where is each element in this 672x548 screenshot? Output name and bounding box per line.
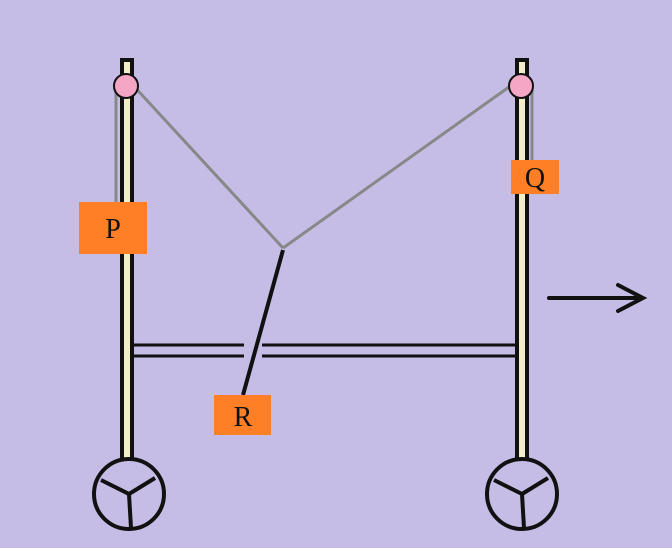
mass-q-label: Q <box>525 163 545 194</box>
string-right-pulley-to-knot <box>282 80 517 250</box>
crossbar <box>134 343 515 358</box>
mass-q: Q <box>511 160 559 194</box>
right-pulley-icon <box>508 73 534 99</box>
right-wheel-icon <box>485 457 559 531</box>
left-pole <box>120 58 134 460</box>
string-knot-to-r <box>241 249 285 396</box>
mass-p: P <box>79 202 147 254</box>
mass-p-label: P <box>105 214 121 245</box>
mass-r-label: R <box>234 402 253 433</box>
mass-r: R <box>214 395 271 435</box>
arrow-right-icon <box>547 283 648 313</box>
right-pole <box>515 58 529 460</box>
left-pulley-icon <box>113 73 139 99</box>
strings <box>114 80 534 250</box>
string-left-pulley-to-knot <box>128 80 285 250</box>
left-wheel-icon <box>92 457 166 531</box>
